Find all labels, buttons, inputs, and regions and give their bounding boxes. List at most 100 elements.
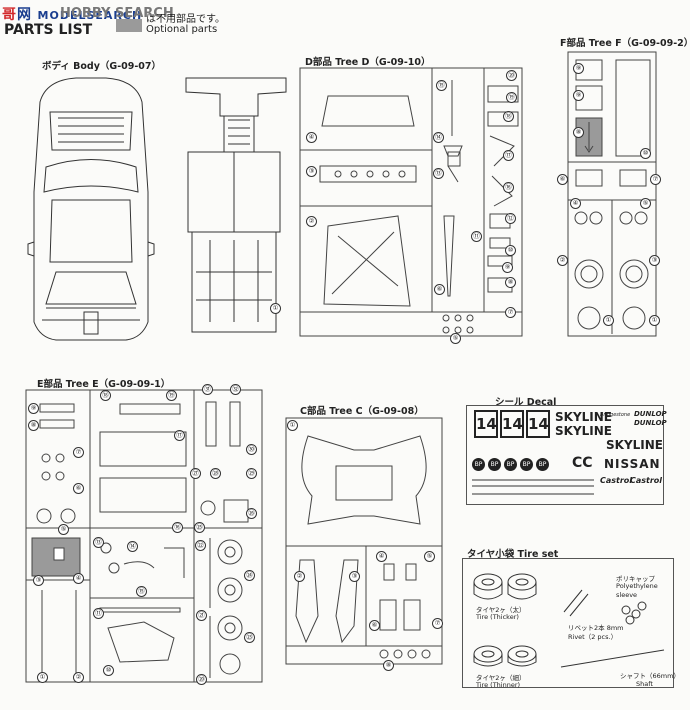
part-num-e-4: ④ (73, 573, 84, 584)
part-num-e-16: ⑯ (172, 522, 183, 533)
part-num-d-11: ⑪ (471, 231, 482, 242)
part-num-e-29: ㉙ (246, 468, 257, 479)
title-tire-set: タイヤ小袋 Tire set (467, 549, 559, 560)
decal-castrol-1: Castrol (600, 476, 633, 485)
logo-cn-char: 哥 (2, 7, 17, 23)
part-num-d-6: ⑥ (434, 284, 445, 295)
part-num-c-2: ② (294, 571, 305, 582)
part-num-d-12: ⑫ (505, 213, 516, 224)
part-num-f-10: ⑩ (640, 148, 651, 159)
hobby-search-label: HOBBY SEARCH (60, 6, 174, 21)
part-num-d-4: ④ (306, 132, 317, 143)
title-tree-f: F部品 Tree F（G-09-09-2） (560, 38, 690, 49)
sleeve-en-1: Polyethylene (616, 582, 658, 590)
part-num-e-14: ⑭ (127, 541, 138, 552)
shaft-en: Shaft (636, 680, 653, 688)
part-num-d-10: ⑩ (505, 245, 516, 256)
title-tree-e: E部品 Tree E（G-09-09-1） (37, 379, 171, 390)
decal-skyline-1: SKYLINE (555, 410, 612, 424)
part-num-e-20: ⑳ (196, 674, 207, 685)
part-num-d-18: ⑱ (503, 111, 514, 122)
part-num-c-6: ⑥ (369, 620, 380, 631)
title-decal: シール Decal (495, 397, 557, 408)
part-num-e-13: ⑬ (93, 537, 104, 548)
part-num-e-17: ⑰ (174, 430, 185, 441)
decal-dunlop-2: DUNLOP (634, 419, 667, 427)
part-num-e-9: ⑨ (28, 403, 39, 414)
part-num-e-25: ㉕ (194, 522, 205, 533)
title-tree-c: C部品 Tree C（G-09-08） (300, 406, 424, 417)
part-num-d-2: ② (306, 216, 317, 227)
decal-sheet (466, 405, 664, 505)
tire-thin-en: Tire (Thinner) (476, 681, 521, 689)
tree-d-frame (299, 67, 523, 337)
decal-bridgestone: Bridgestone (600, 412, 631, 418)
decal-nissan: NISSAN (604, 457, 661, 471)
part-num-d-20: ⑳ (506, 70, 517, 81)
part-num-e-22: ㉒ (195, 540, 206, 551)
part-num-e-32: ㉜ (230, 384, 241, 395)
part-num-c-5: ⑤ (424, 551, 435, 562)
logo-cn-char-2: 网 (17, 7, 32, 23)
tire-thick-jp: タイヤ2ヶ（太） (476, 606, 526, 614)
title-body: ボディ Body（G-09-07） (42, 61, 162, 72)
part-num-f-1a: ① (603, 315, 614, 326)
part-num-f-5: ⑤ (640, 198, 651, 209)
part-num-f-6: ⑥ (557, 174, 568, 185)
decal-cc: CC (572, 455, 593, 471)
sleeve-jp: ポリキャップ (616, 575, 655, 583)
part-num-e-11: ⑪ (93, 608, 104, 619)
tree-f-frame (567, 51, 657, 337)
part-num-d-15: ⑮ (436, 80, 447, 91)
part-num-e-24: ㉔ (244, 570, 255, 581)
part-num-d-5: ⑤ (450, 333, 461, 344)
part-num-e-1: ① (37, 672, 48, 683)
decal-bp-2: BP (488, 458, 501, 471)
decal-bp-3: BP (504, 458, 517, 471)
body-drawing (27, 77, 155, 341)
part-num-f-9b: ⑨ (573, 90, 584, 101)
part-num-e-30: ㉚ (246, 444, 257, 455)
part-num-f-1b: ① (649, 315, 660, 326)
part-num-c-4: ④ (376, 551, 387, 562)
part-num-e-27: ㉗ (190, 468, 201, 479)
tire-set-box (462, 558, 674, 688)
decal-skyline-3: SKYLINE (606, 438, 663, 452)
part-num-d-19: ⑲ (506, 92, 517, 103)
decal-bp-4: BP (520, 458, 533, 471)
part-num-e-21: ㉑ (196, 610, 207, 621)
part-num-c-7: ⑦ (432, 618, 443, 629)
part-num-e-3: ③ (33, 575, 44, 586)
decal-skyline-2: SKYLINE (555, 424, 612, 438)
rivet-en: Rivet（2 pcs.） (568, 633, 618, 641)
decal-dunlop-1: DUNLOP (634, 410, 667, 418)
decal-number-1: 14 (474, 410, 498, 438)
title-tree-d: D部品 Tree D（G-09-10） (305, 57, 431, 68)
shaft-jp: シャフト（66mm） (620, 672, 680, 680)
part-num-e-28: ㉘ (210, 468, 221, 479)
logo-text: MODELSEARCH (37, 9, 143, 22)
part-num-d-8: ⑧ (505, 277, 516, 288)
part-num-d-9: ⑨ (502, 262, 513, 273)
part-num-e-26: ㉖ (246, 508, 257, 519)
part-num-d-14: ⑭ (433, 132, 444, 143)
part-num-e-18: ⑱ (100, 390, 111, 401)
part-num-d-16: ⑯ (503, 182, 514, 193)
part-num-e-15: ⑮ (136, 586, 147, 597)
optional-swatch (116, 19, 142, 32)
part-num-f-8: ⑧ (573, 127, 584, 138)
part-num-e-6: ⑥ (73, 483, 84, 494)
decal-castrol-2: Castrol (630, 476, 663, 485)
tree-c-frame (285, 417, 443, 665)
part-num-e-23: ㉓ (244, 632, 255, 643)
part-num-e-7: ⑦ (73, 447, 84, 458)
decal-number-2: 14 (500, 410, 524, 438)
part-num-c-8: ⑧ (383, 660, 394, 671)
part-num-e-5: ⑤ (58, 524, 69, 535)
part-num-f-9a: ⑨ (573, 63, 584, 74)
part-num-d-3: ③ (306, 166, 317, 177)
tire-set-drawing (473, 573, 665, 668)
chassis-drawing (185, 77, 287, 333)
part-num-d-17: ⑰ (503, 150, 514, 161)
